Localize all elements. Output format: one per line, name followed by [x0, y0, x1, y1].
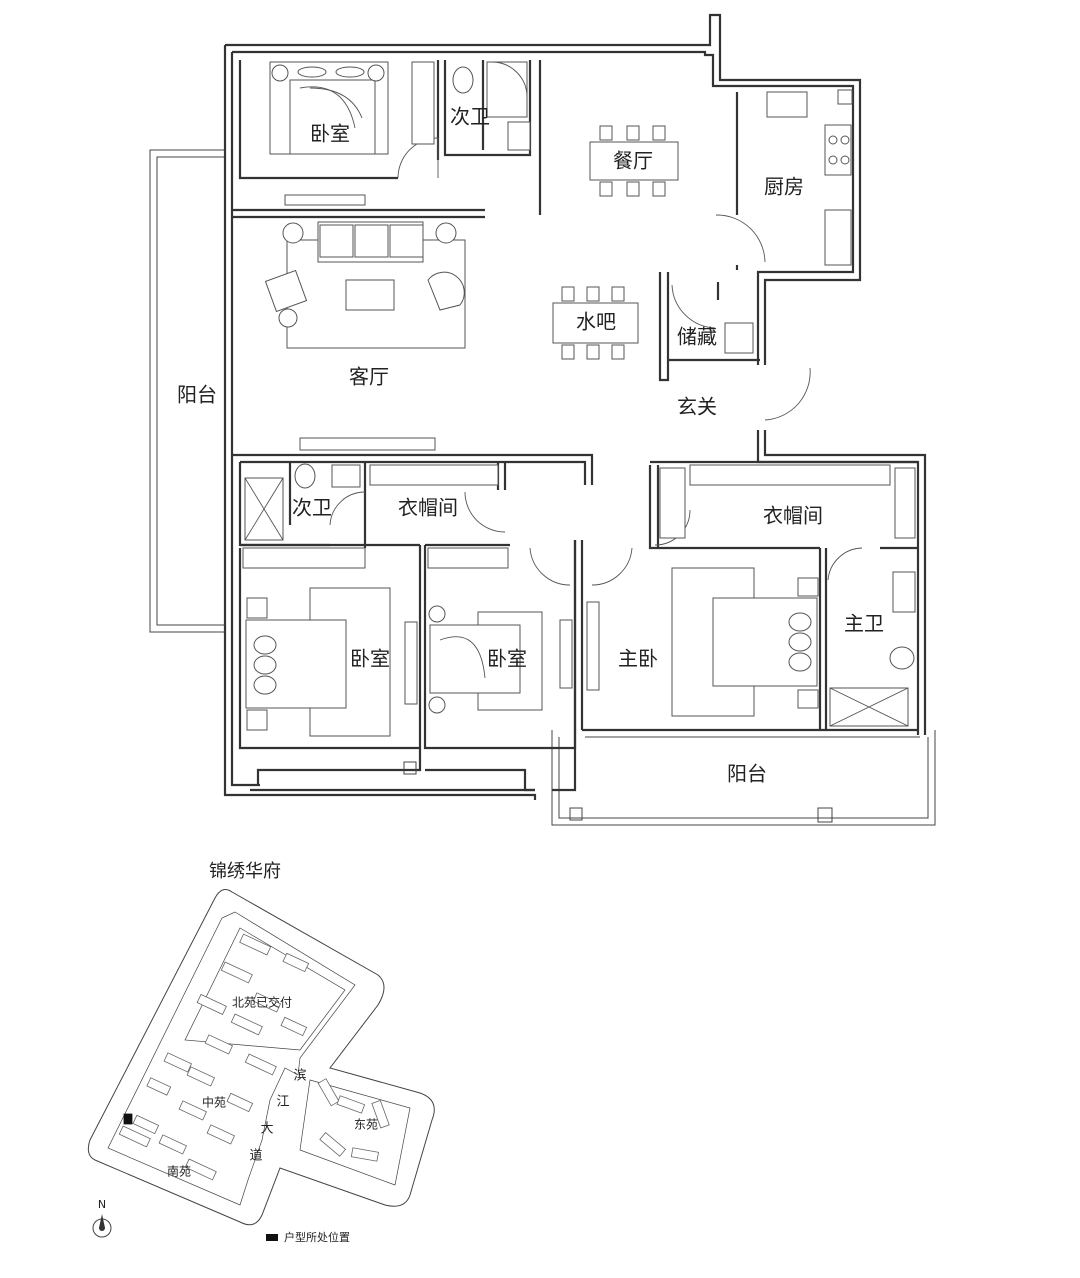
- road-label: 滨 江 大 道: [249, 1068, 306, 1164]
- compass-arrow-icon: [99, 1214, 105, 1228]
- dining-furniture: [589, 125, 679, 197]
- compass: N: [92, 1198, 112, 1238]
- interior-walls: [232, 60, 918, 792]
- road-char-2: 江: [276, 1095, 289, 1110]
- label-bath-north: 次卫: [450, 105, 490, 129]
- door-swings: [329, 137, 863, 586]
- legend-swatch-icon: [266, 1234, 278, 1241]
- unit-location-marker: [123, 1113, 133, 1125]
- bath-north-fixtures: [452, 61, 531, 151]
- label-dining: 餐厅: [613, 149, 653, 173]
- site-zone-labels: 北苑已交付 中苑 东苑 南苑: [167, 995, 378, 1179]
- bath-west-fixtures: [244, 463, 361, 541]
- label-water-bar: 水吧: [576, 310, 616, 334]
- site-outline: [87, 889, 435, 1226]
- room-labels: 卧室 次卫 餐厅 厨房 阳台 客厅 水吧 储藏 玄关 次卫 衣帽间 衣帽间 卧室…: [177, 105, 884, 786]
- master-bath-fixtures: [829, 571, 916, 727]
- bedroom-nw-furniture: [269, 61, 435, 206]
- zone-north-label: 北苑已交付: [232, 995, 292, 1010]
- label-kitchen: 厨房: [764, 175, 804, 199]
- compass-north-label: N: [98, 1198, 106, 1211]
- road-char-4: 道: [249, 1149, 262, 1164]
- label-master-bath: 主卫: [844, 612, 884, 636]
- label-closet-east: 衣帽间: [763, 504, 823, 528]
- kitchen-fixtures: [766, 89, 853, 266]
- label-closet-west: 衣帽间: [398, 496, 458, 520]
- site-buildings: [118, 933, 390, 1181]
- zone-middle-label: 中苑: [202, 1095, 226, 1110]
- closet-furniture: [242, 464, 916, 569]
- master-bedroom-furniture: [671, 567, 819, 717]
- site-legend: 户型所处位置: [266, 1230, 350, 1244]
- label-master-bedroom: 主卧: [618, 647, 658, 671]
- label-bedroom-south: 卧室: [487, 647, 527, 671]
- zone-south-label: 南苑: [167, 1164, 191, 1179]
- label-bedroom-nw: 卧室: [310, 122, 350, 146]
- zone-east-label: 东苑: [354, 1118, 378, 1132]
- label-bath-west: 次卫: [292, 496, 332, 520]
- storage-fixtures: [724, 322, 754, 354]
- bedroom-south-furniture: [428, 601, 600, 714]
- site-title: 锦绣华府: [209, 861, 281, 882]
- water-bar-furniture: [552, 286, 639, 360]
- living-furniture: [264, 221, 466, 451]
- balcony-west-zone: [149, 149, 225, 633]
- road-char-1: 滨: [293, 1068, 306, 1084]
- label-bedroom-sw: 卧室: [350, 647, 390, 671]
- label-living: 客厅: [349, 365, 389, 389]
- legend-label: 户型所处位置: [284, 1230, 350, 1244]
- road-char-3: 大: [260, 1122, 273, 1137]
- balcony-south-zone: [551, 730, 936, 826]
- label-balcony-west: 阳台: [177, 383, 217, 407]
- bedroom-sw-furniture: [245, 587, 418, 737]
- label-storage: 储藏: [677, 325, 717, 349]
- label-balcony-south: 阳台: [727, 762, 767, 786]
- label-foyer: 玄关: [677, 395, 717, 419]
